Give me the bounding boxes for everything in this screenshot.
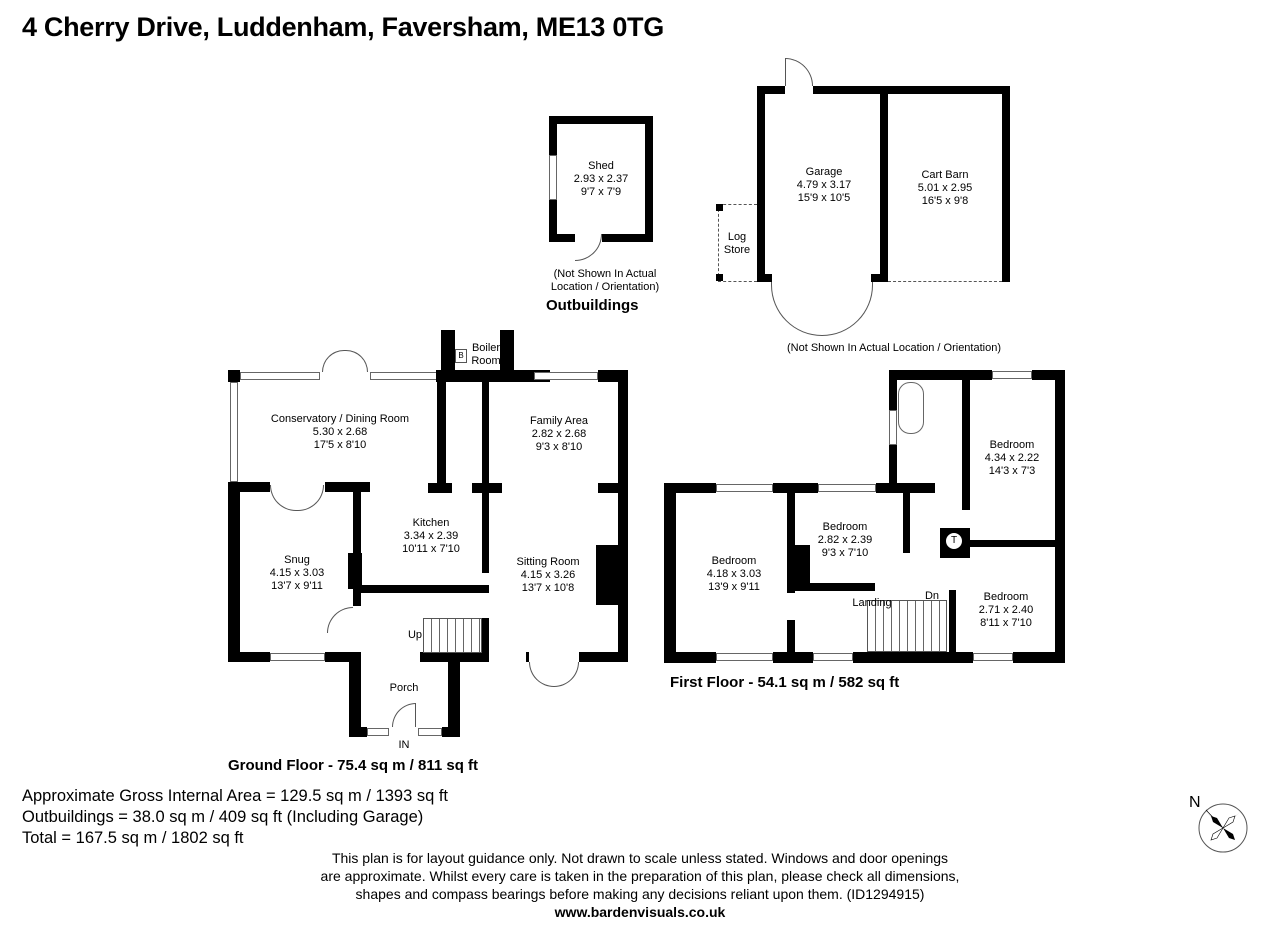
cart-barn-label: Cart Barn 5.01 x 2.95 16'5 x 9'8: [917, 169, 973, 207]
landing-label: Landing: [852, 597, 892, 609]
shed-label: Shed 2.93 x 2.37 9'7 x 7'9: [573, 160, 629, 198]
room-bedroom-3: Bedroom 4.34 x 2.22 14'3 x 7'3: [984, 439, 1040, 477]
room-bedroom-2: Bedroom 2.82 x 2.39 9'3 x 7'10: [817, 521, 873, 559]
first-floor-area-label: First Floor - 54.1 sq m / 582 sq ft: [670, 674, 900, 691]
stairs-up-label: Up: [407, 629, 423, 641]
room-porch: Porch: [389, 682, 419, 694]
shed-location-note: (Not Shown In Actual Location / Orientat…: [550, 268, 660, 293]
room-conservatory-dining: Conservatory / Dining Room 5.30 x 2.68 1…: [270, 413, 410, 451]
total-area: Total = 167.5 sq m / 1802 sq ft: [22, 829, 244, 847]
room-bedroom-4: Bedroom 2.71 x 2.40 8'11 x 7'10: [978, 591, 1034, 629]
compass-rose-icon: [1198, 803, 1248, 853]
garage-location-note: (Not Shown In Actual Location / Orientat…: [786, 342, 1002, 354]
disclaimer-line-3: shapes and compass bearings before makin…: [355, 886, 925, 902]
property-address-title: 4 Cherry Drive, Luddenham, Faversham, ME…: [22, 12, 664, 42]
area-summary: Approximate Gross Internal Area = 129.5 …: [22, 786, 448, 849]
compass-north-label: N: [1189, 794, 1201, 811]
room-bedroom-1: Bedroom 4.18 x 3.03 13'9 x 9'11: [706, 555, 762, 593]
outbuildings-area: Outbuildings = 38.0 sq m / 409 sq ft (In…: [22, 808, 424, 826]
ground-floor-area-label: Ground Floor - 75.4 sq m / 811 sq ft: [228, 757, 479, 774]
room-kitchen: Kitchen 3.34 x 2.39 10'11 x 7'10: [402, 517, 460, 555]
bath-icon: [898, 382, 924, 434]
outbuildings-heading: Outbuildings: [546, 297, 639, 314]
room-sitting-room: Sitting Room 4.15 x 3.26 13'7 x 10'8: [516, 556, 580, 594]
stairs-down-label: Dn: [924, 590, 940, 602]
disclaimer-line-1: This plan is for layout guidance only. N…: [331, 850, 949, 866]
disclaimer-line-2: are approximate. Whilst every care is ta…: [320, 868, 960, 884]
boiler-symbol: B: [455, 349, 467, 363]
entrance-label: IN: [398, 739, 410, 751]
gross-internal-area: Approximate Gross Internal Area = 129.5 …: [22, 787, 449, 805]
room-family-area: Family Area 2.82 x 2.68 9'3 x 8'10: [529, 415, 589, 453]
website-link[interactable]: www.bardenvisuals.co.uk: [554, 904, 726, 920]
disclaimer: This plan is for layout guidance only. N…: [0, 849, 1280, 921]
room-snug: Snug 4.15 x 3.03 13'7 x 9'11: [269, 554, 325, 592]
log-store-label: Log Store: [723, 231, 751, 256]
tank-symbol: T: [945, 532, 963, 550]
boiler-room-label: Boiler Room: [471, 342, 501, 367]
garage-label: Garage 4.79 x 3.17 15'9 x 10'5: [796, 166, 852, 204]
